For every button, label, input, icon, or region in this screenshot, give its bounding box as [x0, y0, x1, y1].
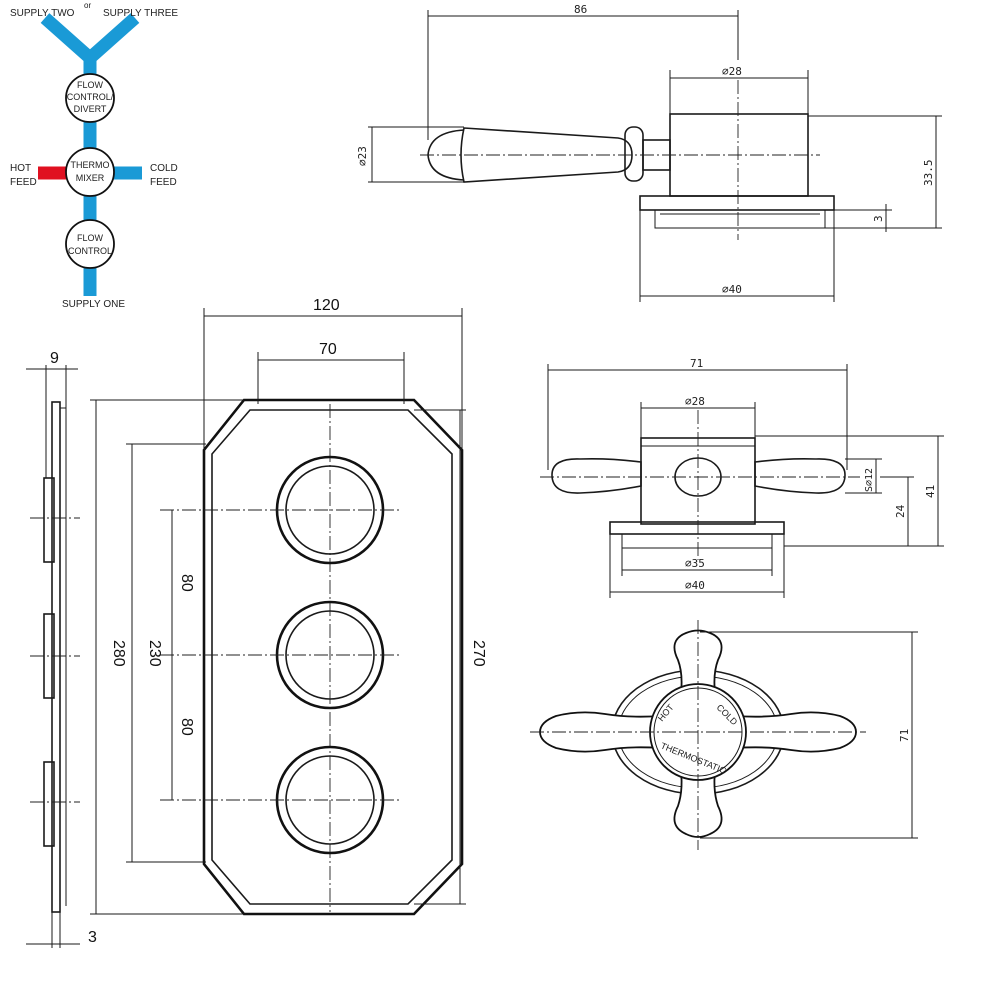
dim-120: 120	[313, 297, 340, 314]
dim-24: 24	[894, 504, 907, 518]
cross-base	[621, 533, 773, 549]
thermo-mixer-node	[65, 147, 115, 197]
plate-front-view: 120 70 280 230 80 80 270	[90, 297, 487, 916]
lever-base	[654, 209, 826, 229]
thermo-line2: MIXER	[76, 173, 105, 183]
dim-80-top: 80	[178, 574, 195, 592]
or-label: or	[84, 1, 91, 10]
flow-diagram: SUPPLY TWO or SUPPLY THREE FLOW CONTROL/…	[10, 1, 178, 310]
pipe-supply-three	[85, 13, 140, 63]
dim-71-front: 71	[898, 729, 911, 742]
flow-control-line2: CONTROL	[68, 246, 112, 256]
dim-270: 270	[470, 640, 487, 667]
cross-right-arm	[754, 458, 846, 494]
lever-handle	[460, 127, 633, 183]
dim-280: 280	[110, 640, 127, 667]
dim-230: 230	[146, 640, 163, 667]
dim-28-cross: ⌀28	[685, 395, 705, 408]
knob-profile-3	[43, 761, 55, 847]
dim-86: 86	[574, 3, 587, 16]
dim-33-5: 33.5	[922, 160, 935, 187]
dim-35: ⌀35	[685, 557, 705, 570]
hot-feed-line1: HOT	[10, 163, 31, 174]
dim-70: 70	[319, 341, 337, 358]
supply-one-label: SUPPLY ONE	[62, 299, 125, 310]
flow-divert-line1: FLOW	[77, 80, 104, 90]
hot-feed-line2: FEED	[10, 177, 37, 188]
flow-control-node	[65, 219, 115, 269]
knob-profile-1	[43, 477, 55, 563]
flow-divert-line2: CONTROL/	[67, 92, 114, 102]
dim-3-lever: 3	[872, 215, 885, 222]
cross-left-arm	[551, 458, 642, 494]
lever-collar	[624, 126, 644, 182]
pipe-supply-two	[40, 13, 95, 63]
dim-71-side: 71	[690, 357, 703, 370]
cold-feed-line2: FEED	[150, 177, 177, 188]
dim-41: 41	[924, 485, 937, 498]
lever-flange	[639, 195, 835, 211]
cold-feed-line1: COLD	[150, 163, 178, 174]
supply-three-label: SUPPLY THREE	[103, 8, 178, 19]
plate-outline	[202, 398, 464, 916]
flow-divert-line3: DIVERT	[74, 104, 107, 114]
plate-edge	[51, 401, 61, 913]
dim-9: 9	[50, 350, 59, 367]
flow-control-line1: FLOW	[77, 233, 104, 243]
plate-side-profile: 9 3	[26, 350, 97, 948]
dim-28: ⌀28	[722, 65, 742, 78]
dim-40-cross: ⌀40	[685, 579, 705, 592]
cross-side-view: 71 ⌀28 S⌀12 41 24 ⌀35 ⌀40	[540, 357, 944, 598]
dim-80-bottom: 80	[178, 718, 195, 736]
dim-40-lever: ⌀40	[722, 283, 742, 296]
flow-divert-node	[65, 73, 115, 123]
dim-s12: S⌀12	[864, 468, 875, 492]
dim-3-plate: 3	[88, 929, 97, 946]
cross-front-view: HOT COLD THERMOSTATIC 71	[530, 620, 918, 850]
lever-side-view: 86 ⌀28 ⌀23 33.5 3 ⌀40	[356, 3, 942, 302]
thermo-line1: THERMO	[71, 160, 110, 170]
dim-23: ⌀23	[356, 146, 369, 166]
supply-two-label: SUPPLY TWO	[10, 8, 75, 19]
plate-inner-outline	[211, 409, 453, 905]
